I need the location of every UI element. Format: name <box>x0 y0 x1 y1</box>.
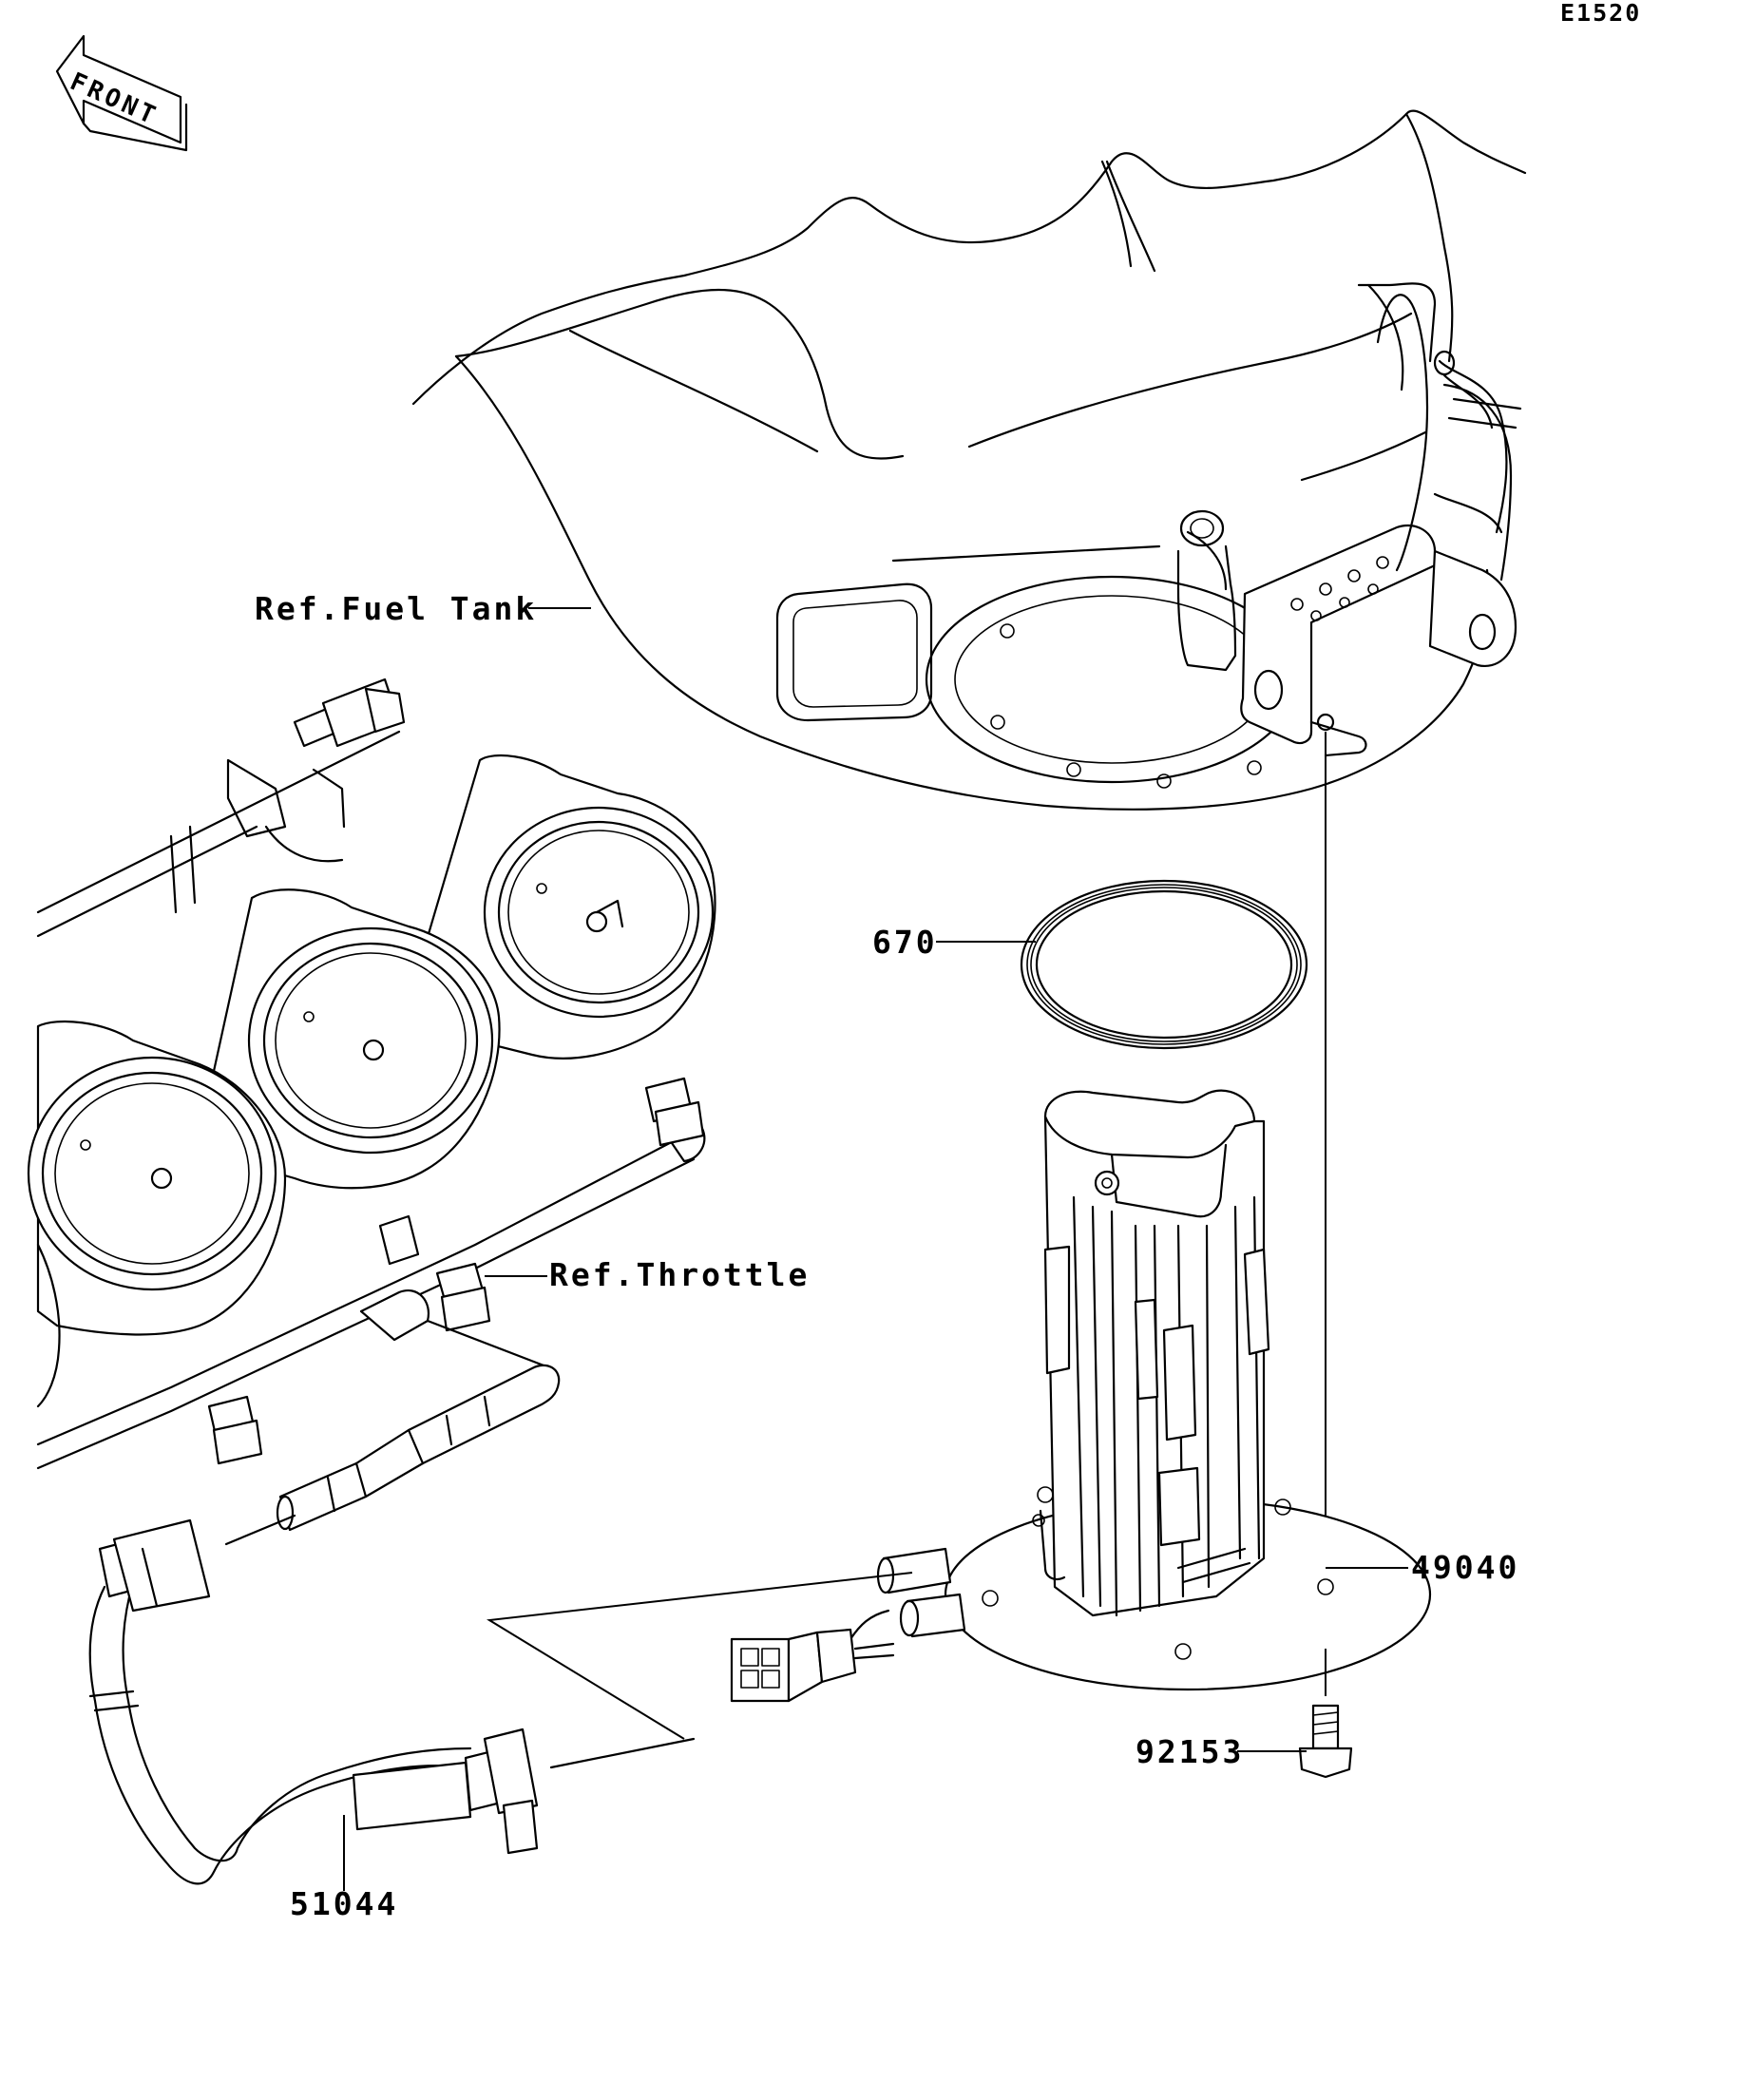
throttle-body <box>27 678 716 1532</box>
callouts: Ref.Fuel Tank Ref.Throttle 670 49040 921… <box>255 590 1519 1922</box>
throttle-ref-label: Ref.Throttle <box>549 1256 810 1293</box>
fuel-tank-ref-label: Ref.Fuel Tank <box>255 590 537 627</box>
front-arrow-icon: FRONT <box>55 34 188 152</box>
fuel-pump-assembly <box>730 1089 1432 1703</box>
gasket-part-number: 670 <box>872 924 938 961</box>
gasket-ring <box>1020 879 1308 1050</box>
diagram-code: E1520 <box>1560 0 1641 27</box>
fuel-pump-part-number: 49040 <box>1411 1549 1519 1586</box>
fuel-tank <box>411 109 1527 811</box>
hose-part-number: 51044 <box>290 1885 398 1922</box>
bolt-part-number: 92153 <box>1136 1733 1244 1770</box>
bolt <box>1298 1649 1353 1779</box>
fuel-hose-assembly <box>88 1514 913 1885</box>
